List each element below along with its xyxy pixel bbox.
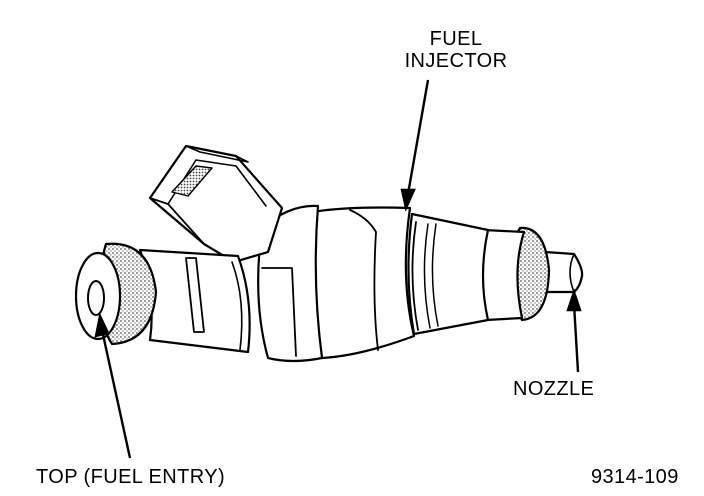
fuel-injector-leader <box>400 79 430 212</box>
connector-collar <box>237 204 324 363</box>
lower-barrel <box>479 228 526 322</box>
figure-number: 9314-109 <box>591 466 679 488</box>
nozzle-leader <box>566 288 582 373</box>
electrical-connector <box>148 144 284 264</box>
leader-lines <box>94 79 582 459</box>
main-body <box>407 212 490 336</box>
nozzle-label: NOZZLE <box>513 378 595 400</box>
fuel-injector-label-line1: FUEL <box>429 28 483 50</box>
fuel-injector-label-line2: INJECTOR <box>404 50 508 72</box>
fuel-inlet <box>74 251 122 341</box>
injector-housing <box>310 206 416 360</box>
upper-barrel <box>138 248 251 354</box>
nozzle-tip <box>543 250 584 294</box>
top-fuel-entry-label: TOP (FUEL ENTRY) <box>36 466 226 488</box>
top-entry-leader <box>94 312 132 459</box>
injector-drawing <box>74 144 584 363</box>
fuel-injector-label: FUEL INJECTOR <box>398 28 514 72</box>
